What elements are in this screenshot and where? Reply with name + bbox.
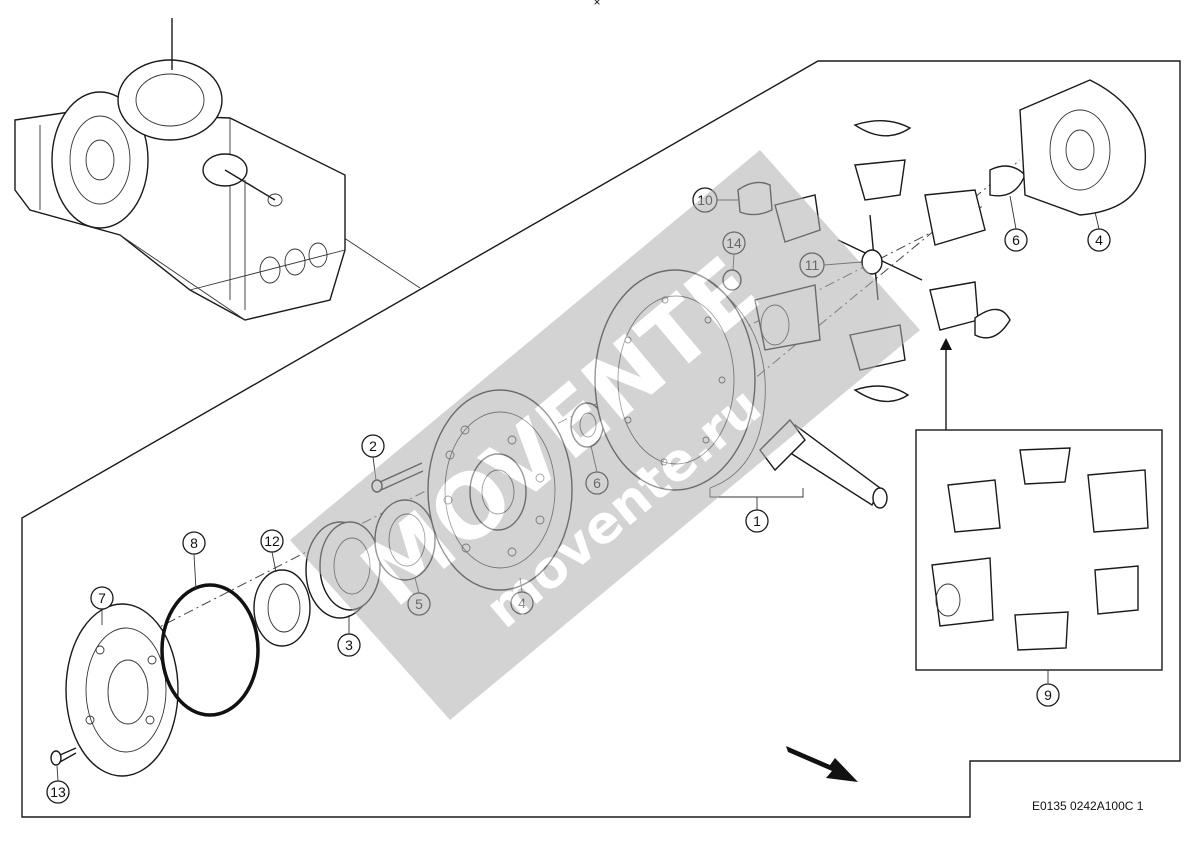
svg-text:12: 12 — [264, 533, 280, 549]
callout-7: 7 — [90, 586, 114, 610]
callout-9: 9 — [1036, 683, 1060, 707]
callout-4-rear: 4 — [1087, 228, 1111, 252]
svg-text:6: 6 — [1012, 232, 1020, 248]
close-mark: × — [593, 0, 600, 9]
part-12-washer — [253, 569, 311, 647]
callout-12: 12 — [260, 529, 284, 553]
svg-text:4: 4 — [1095, 232, 1103, 248]
drawing-code: E0135 0242A100C 1 — [1032, 799, 1144, 813]
part-8-o-ring — [160, 583, 260, 717]
svg-text:13: 13 — [50, 784, 66, 800]
svg-text:3: 3 — [345, 637, 353, 653]
assembly-axis — [94, 204, 986, 661]
part-7-cover — [65, 603, 179, 777]
svg-text:8: 8 — [190, 535, 198, 551]
svg-text:9: 9 — [1044, 687, 1052, 703]
part-13-bolt — [50, 747, 77, 766]
callout-8: 8 — [182, 531, 206, 555]
direction-arrow — [786, 746, 858, 782]
group-arrow-head — [940, 338, 952, 350]
svg-text:1: 1 — [753, 513, 761, 529]
watermark: MOVENTE movente.ru — [290, 150, 920, 720]
callout-1: 1 — [745, 509, 769, 533]
gearbox-assembly-thumbnail — [14, 18, 346, 321]
part-4-housing-rear — [1019, 79, 1147, 216]
svg-text:7: 7 — [98, 590, 106, 606]
svg-text:2: 2 — [369, 438, 377, 454]
callout-6-rear: 6 — [1004, 228, 1028, 252]
watermark-band — [290, 150, 920, 720]
part-9-gear-set-box — [915, 429, 1163, 671]
callout-13: 13 — [46, 780, 70, 804]
callout-3: 3 — [337, 633, 361, 657]
diagram-frame — [21, 60, 1181, 818]
callout-2: 2 — [361, 434, 385, 458]
